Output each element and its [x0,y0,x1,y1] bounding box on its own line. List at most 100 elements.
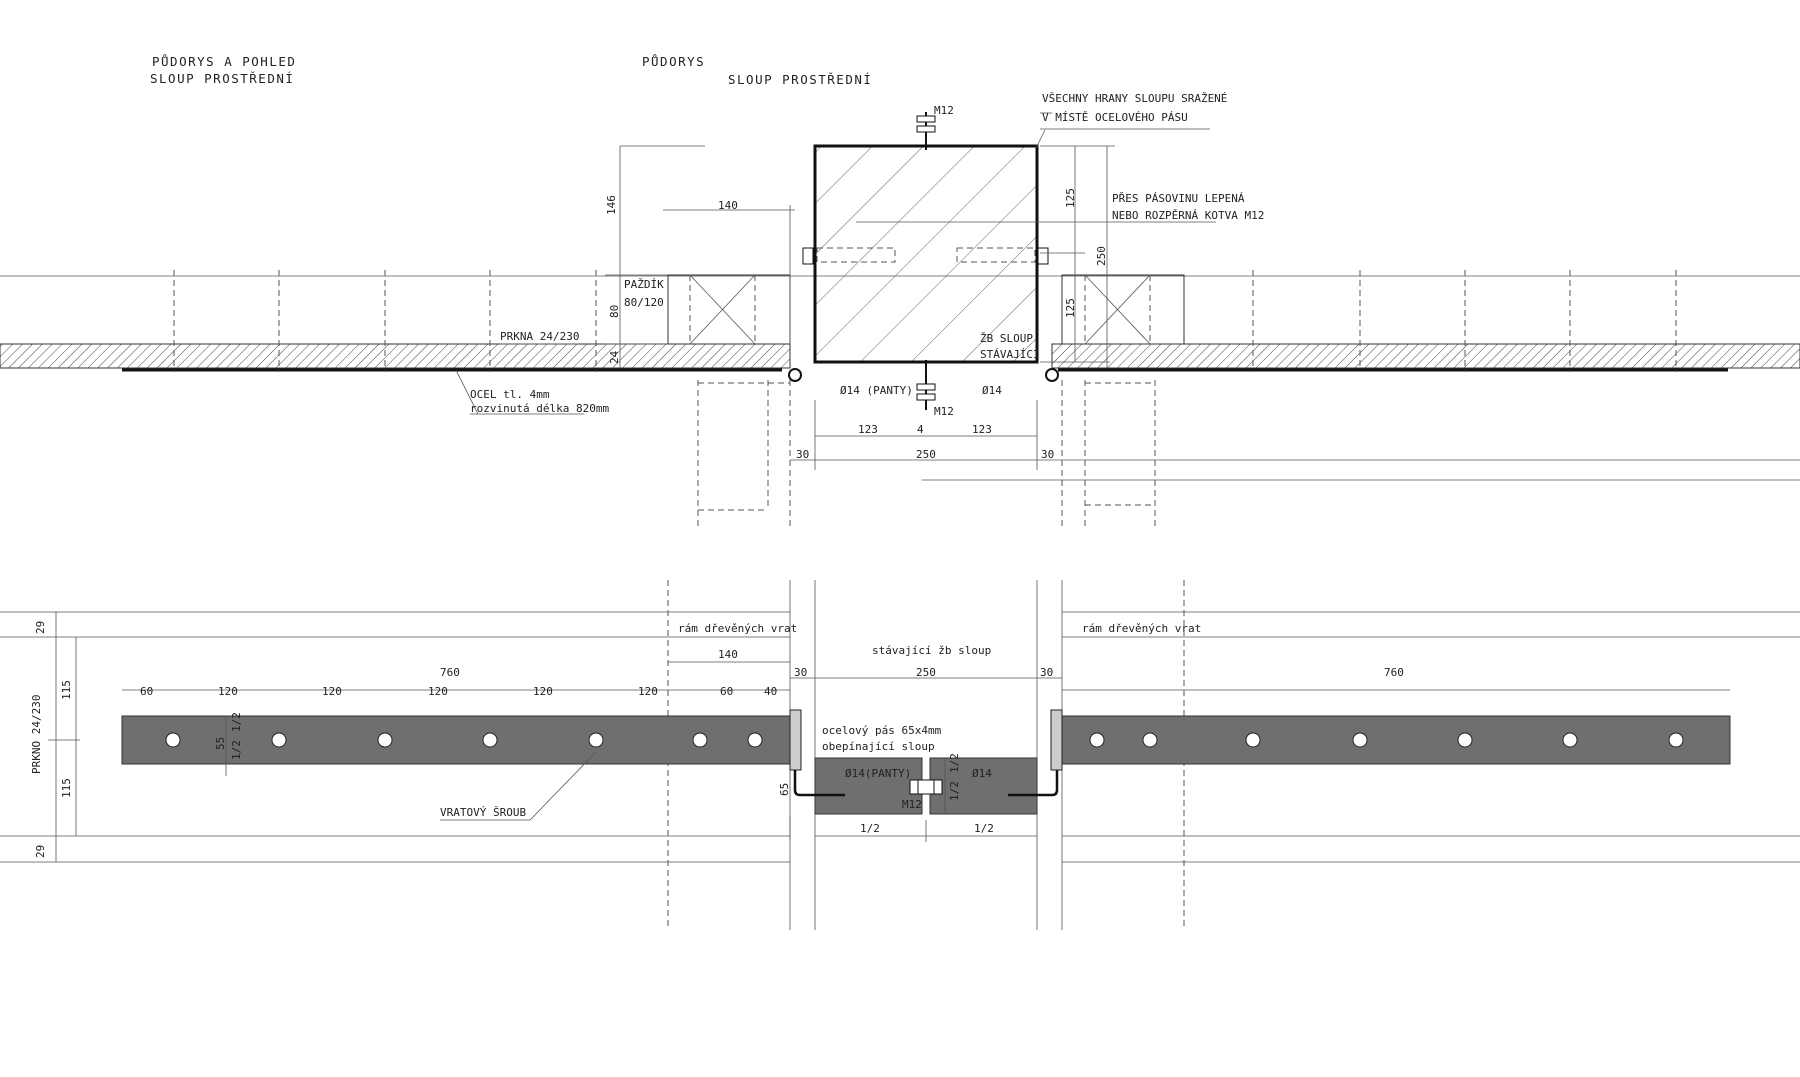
dim-125-top: 125 [1064,188,1077,208]
note-anchor-line1: PŘES PÁSOVINU LEPENÁ [1112,192,1245,205]
dim-half-v1: 1/2 [230,712,243,732]
padzik-label-line2: 80/120 [624,296,664,309]
hinge-right-label: Ø14 [982,384,1002,397]
dim-half-v4: 1/2 [948,781,961,801]
dim-seg-2: 120 [322,685,342,698]
padzik-label-line1: PAŽDÍK [624,278,664,291]
dim-seg-7: 40 [764,685,777,698]
dim-half-h1: 1/2 [860,822,880,835]
carriage-bolt-label: VRATOVÝ ŠROUB [440,806,526,819]
strap-label-line2: obepínající sloup [822,740,935,753]
dim-half-v3: 1/2 [948,753,961,773]
board-label: PRKNO 24/230 [30,695,43,774]
hinge-elev-right-label: Ø14 [972,767,992,780]
hinge-pin-right-icon [1050,709,1063,771]
board-lines [0,611,1800,863]
dim-4: 4 [917,423,924,436]
steel-label-line2: rozvinutá délka 820mm [470,402,609,415]
dim-760-left: 760 [440,666,460,679]
steel-label-line1: OCEL tl. 4mm [470,388,550,401]
hinge-left-icon [788,368,802,382]
dim-half-h2: 1/2 [974,822,994,835]
elevation-dimensions [48,612,1730,862]
heading-mid-line1: PŮDORYS [642,54,705,69]
hinge-left-label: Ø14 (PANTY) [840,384,913,397]
note-anchor-line2: NEBO ROZPĚRNÁ KOTVA M12 [1112,209,1264,222]
strap-left [814,757,923,815]
dim-30-elev-right: 30 [1040,666,1053,679]
board-joints [173,270,1677,372]
carriage-bolt-holes-right [1089,732,1684,748]
dim-250-vertical: 250 [1095,246,1108,266]
dim-115-bottom: 115 [60,778,73,798]
bolt-bottom-icon [916,360,936,410]
frame-right-label: rám dřevěných vrat [1082,622,1201,635]
dim-140-elev: 140 [718,648,738,661]
bolt-top-label: M12 [934,104,954,117]
board-hatch-left [0,343,791,369]
elevation-view: rám dřevěných vrat rám dřevěných vrat st… [0,580,1800,930]
dim-55: 55 [214,737,227,750]
note-edges-line2: V MÍSTĚ OCELOVÉHO PÁSU [1042,111,1188,124]
dim-seg-6: 60 [720,685,733,698]
board-hatch-right [1051,343,1800,369]
dim-146: 146 [605,195,618,215]
heading-left-line1: PŮDORYS A POHLED [152,54,296,69]
dim-250-plan: 250 [916,448,936,461]
strap-right [929,757,1038,815]
dim-seg-1: 120 [218,685,238,698]
strap-label-line1: ocelový pás 65x4mm [822,724,942,737]
hinge-bar-left-icon [793,770,845,797]
dim-140-plan: 140 [718,199,738,212]
dim-seg-3: 120 [428,685,448,698]
dim-24: 24 [608,350,621,364]
hinge-pin-left-icon [789,709,802,771]
dim-29-bottom: 29 [34,845,47,858]
dim-80: 80 [608,305,621,318]
column-label-line1: ŽB SLOUP [980,332,1033,345]
dim-123-right: 123 [972,423,992,436]
dim-250-elev: 250 [916,666,936,679]
dim-30-left: 30 [796,448,809,461]
projection-lines [697,380,1156,530]
dim-125-bottom: 125 [1064,298,1077,318]
heading-mid-line2: SLOUP PROSTŘEDNÍ [728,72,872,87]
dim-30-elev-left: 30 [794,666,807,679]
dim-seg-5: 120 [638,685,658,698]
dim-760-right: 760 [1384,666,1404,679]
plan-dimensions [455,112,1800,481]
headings: PŮDORYS A POHLED SLOUP PROSTŘEDNÍ PŮDORY… [150,54,872,87]
concrete-column [813,144,1216,364]
dim-half-v2: 1/2 [230,740,243,760]
dim-seg-4: 120 [533,685,553,698]
note-edges-line1: VŠECHNY HRANY SLOUPU SRAŽENÉ [1042,92,1227,105]
hinge-elev-left-label: Ø14(PANTY) [845,767,911,780]
boards-label: PRKNA 24/230 [500,330,579,343]
dim-29-top: 29 [34,621,47,634]
heading-left-line2: SLOUP PROSTŘEDNÍ [150,71,294,86]
steel-plate-left [121,715,791,765]
bolt-elevation-icon [909,779,943,795]
dim-123-left: 123 [858,423,878,436]
hinge-bar-right-icon [1008,770,1059,797]
padzik-right [1061,274,1185,345]
bolt-elev-label: M12 [902,798,922,811]
dim-65: 65 [778,783,791,796]
steel-plate-right [1061,715,1731,765]
side-bolt-right-icon [1037,247,1049,265]
dim-115-top: 115 [60,680,73,700]
dim-seg-0: 60 [140,685,153,698]
segment-dims: 60 120 120 120 120 120 60 40 [140,685,777,698]
hinge-right-icon [1045,368,1059,382]
carriage-bolt-holes-left [165,732,763,748]
frame-left-label: rám dřevěných vrat [678,622,797,635]
column-elevation-label: stávající žb sloup [872,644,991,657]
column-label-line2: STÁVAJÍCÍ [980,348,1040,361]
side-bolt-left-icon [802,247,814,265]
padzik-left [667,274,791,345]
dim-30-right: 30 [1041,448,1054,461]
bolt-top-icon [916,112,936,150]
bolt-bottom-label: M12 [934,405,954,418]
plan-view: M12 M12 VŠECHNY HRANY SLOUPU SRAŽENÉ V M… [0,92,1800,530]
